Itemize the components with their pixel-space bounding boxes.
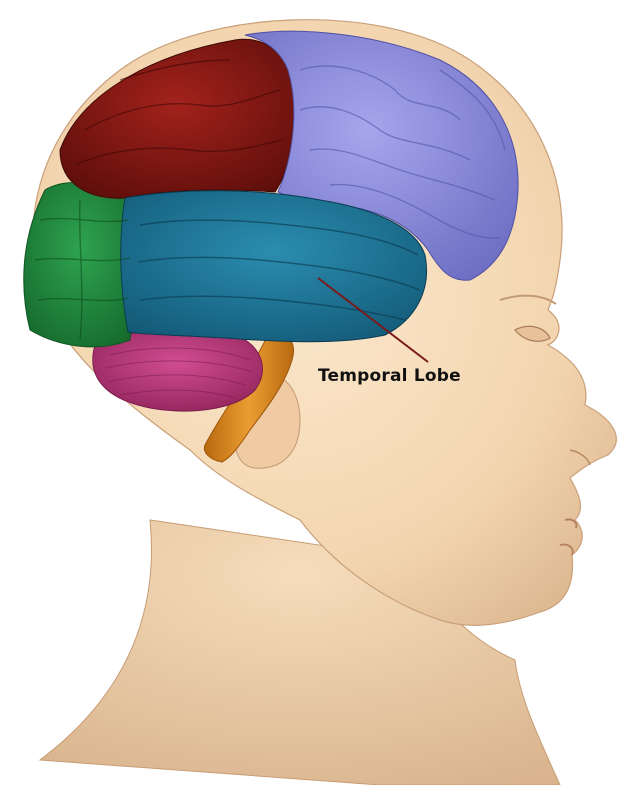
parietal-lobe-region (60, 39, 294, 198)
temporal-lobe-label: Temporal Lobe (318, 366, 461, 386)
